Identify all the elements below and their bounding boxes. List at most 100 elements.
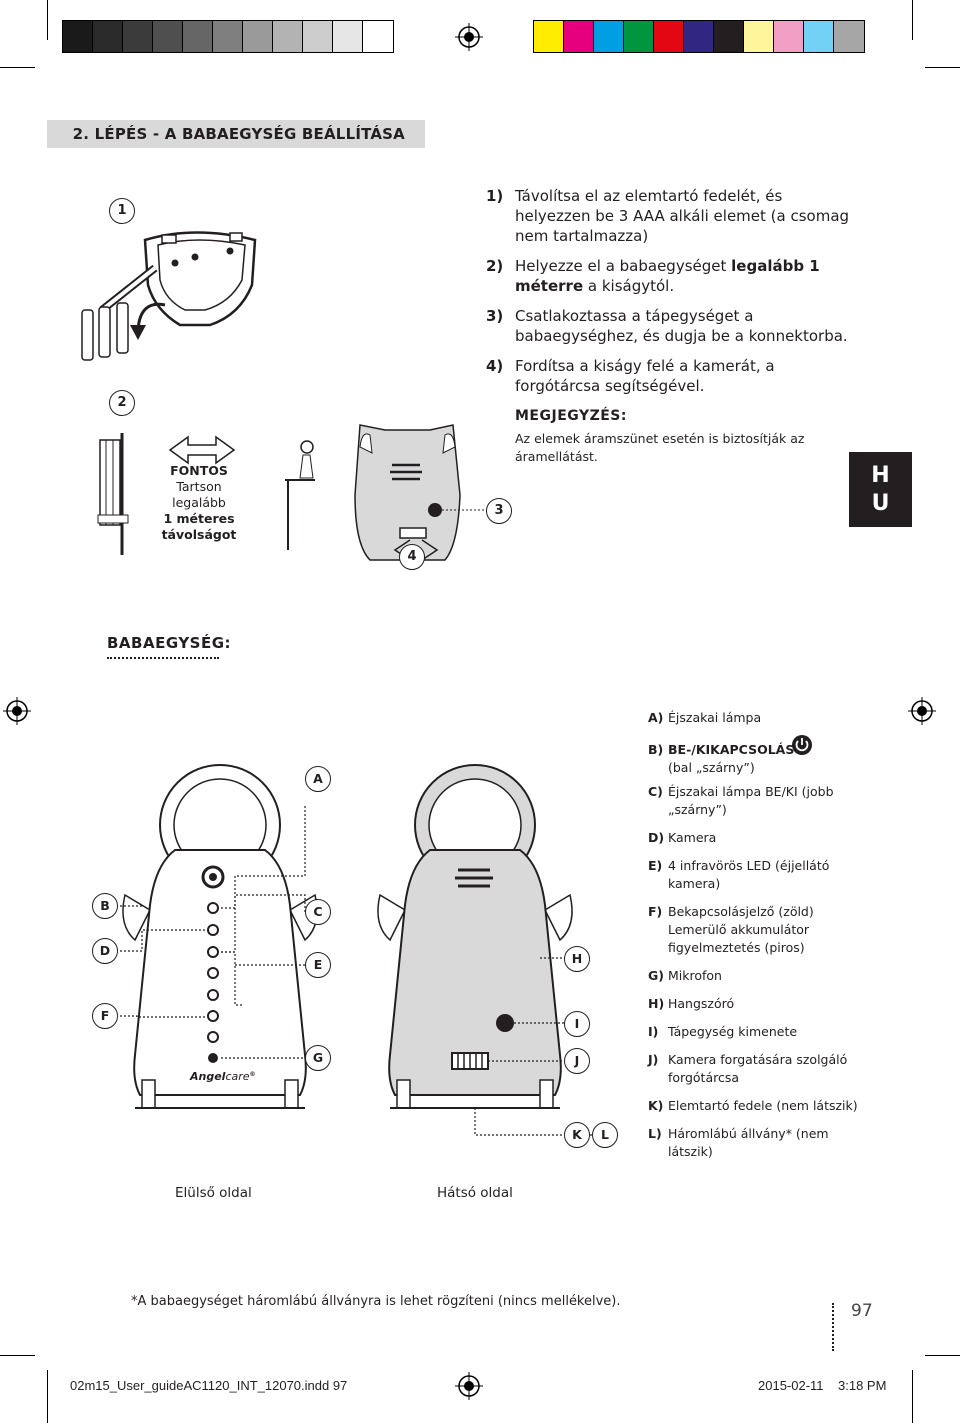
color-swatch — [333, 21, 363, 52]
color-swatch — [123, 21, 153, 52]
figure-number: 4 — [399, 544, 425, 570]
figure-number: 1 — [109, 198, 135, 224]
color-swatch — [564, 21, 594, 52]
callout-f: F — [92, 1003, 118, 1029]
step-text: Csatlakoztassa a tápegységet a babaegysé… — [515, 307, 848, 345]
grayscale-color-bar — [62, 20, 394, 53]
front-caption: Elülső oldal — [175, 1185, 252, 1201]
color-swatch — [183, 21, 213, 52]
section-title: BABAEGYSÉG: — [107, 634, 232, 652]
callout-i: I — [564, 1011, 590, 1037]
crop-mark — [0, 1355, 35, 1356]
legend-key: C) — [648, 784, 663, 799]
callout-c: C — [305, 899, 331, 925]
color-swatch — [153, 21, 183, 52]
registration-mark-icon — [908, 697, 936, 725]
color-swatch — [303, 21, 333, 52]
legend-key: H) — [648, 996, 665, 1011]
callout-e: E — [305, 952, 331, 978]
legend-text: Éjszakai lámpa — [668, 710, 762, 725]
callout-h: H — [564, 946, 590, 972]
battery-cover-shape — [143, 231, 257, 327]
setup-illustration — [81, 231, 488, 561]
color-swatch — [714, 21, 744, 52]
important-text: legalább — [172, 495, 226, 510]
important-text: Tartson — [176, 479, 222, 494]
step-number: 4) — [486, 357, 504, 375]
color-swatch — [243, 21, 273, 52]
step-text: Fordítsa a kiságy felé a kamerát, a forg… — [515, 357, 775, 395]
crop-mark — [912, 1370, 913, 1423]
language-tab-letter: H — [871, 463, 890, 488]
legend-text: Hangszóró — [668, 996, 735, 1011]
page-number: 97 — [851, 1301, 873, 1321]
color-swatch — [273, 21, 303, 52]
important-text: 1 méteres — [163, 511, 235, 526]
page-number-divider — [832, 1303, 834, 1351]
legend-key: L) — [648, 1126, 662, 1141]
crop-mark — [912, 0, 913, 40]
callout-b: B — [92, 893, 118, 919]
callout-k: K — [564, 1122, 590, 1148]
legend-text: Bekapcsolásjelző (zöld) Lemerülő akkumul… — [668, 904, 814, 955]
registration-mark-icon — [455, 1372, 483, 1400]
step-text: Helyezze el a babaegységet legalább 1 mé… — [515, 256, 855, 296]
back-caption: Hátsó oldal — [437, 1185, 513, 1201]
color-swatch — [363, 21, 393, 52]
figure-number: 3 — [486, 498, 512, 524]
crop-mark — [925, 1355, 960, 1356]
legend-text: Tápegység kimenete — [668, 1024, 798, 1039]
legend-key: J) — [648, 1052, 659, 1067]
footnote: *A babaegységet háromlábú állványra is l… — [131, 1294, 621, 1309]
legend-key: F) — [648, 904, 663, 919]
legend-key: I) — [648, 1024, 659, 1039]
step-number: 1) — [486, 187, 504, 205]
step-number: 2) — [486, 257, 504, 275]
note-title: MEGJEGYZÉS: — [515, 408, 627, 424]
legend-key: A) — [648, 710, 664, 725]
legend-text: BE-/KIKAPCSOLÁS(bal „szárny”) — [668, 741, 868, 777]
registration-mark-icon — [3, 697, 31, 725]
legend-text-part: (bal „szárny”) — [668, 760, 755, 775]
figure-number: 2 — [109, 390, 135, 416]
callout-j: J — [564, 1048, 590, 1074]
crop-mark — [47, 0, 48, 40]
step-title: 2. LÉPÉS - A BABAEGYSÉG BEÁLLÍTÁSA — [72, 125, 405, 143]
color-swatch — [63, 21, 93, 52]
legend-key: D) — [648, 830, 665, 845]
registration-mark-icon — [455, 23, 483, 51]
callout-l: L — [592, 1122, 618, 1148]
color-swatch — [93, 21, 123, 52]
legend-text: Kamera — [668, 830, 717, 845]
legend-key: E) — [648, 858, 663, 873]
color-swatch — [744, 21, 774, 52]
section-underline — [107, 657, 219, 659]
color-swatch — [774, 21, 804, 52]
legend-key: B) — [648, 742, 664, 757]
color-swatch — [654, 21, 684, 52]
footer-time: 3:18 PM — [838, 1378, 887, 1393]
important-title: FONTOS — [170, 463, 228, 478]
color-swatch — [834, 21, 864, 52]
process-color-bar — [533, 20, 865, 53]
legend-text: Háromlábú állvány* (nem látszik) — [668, 1126, 829, 1159]
step-text: Távolítsa el az elemtartó fedelét, és he… — [515, 187, 850, 245]
note-text: Az elemek áramszünet esetén is biztosítj… — [515, 431, 805, 464]
color-swatch — [594, 21, 624, 52]
important-text: távolságot — [161, 527, 237, 542]
footer-date: 2015-02-11 — [758, 1378, 824, 1393]
legend-text: Mikrofon — [668, 968, 722, 983]
color-swatch — [684, 21, 714, 52]
crop-mark — [925, 67, 960, 68]
step-text-bold: legalább 1 méterre — [515, 257, 820, 295]
legend-key: K) — [648, 1098, 664, 1113]
callout-a: A — [305, 766, 331, 792]
step-text-part: a kiságytól. — [583, 277, 675, 295]
language-tab-letter: U — [871, 491, 890, 516]
crop-mark — [0, 67, 35, 68]
step-header: 2. LÉPÉS - A BABAEGYSÉG BEÁLLÍTÁSA — [47, 120, 425, 148]
step-number: 3) — [486, 307, 504, 325]
color-swatch — [804, 21, 834, 52]
legend-key: G) — [648, 968, 664, 983]
legend-text: Éjszakai lámpa BE/KI (jobb „szárny”) — [668, 784, 834, 817]
